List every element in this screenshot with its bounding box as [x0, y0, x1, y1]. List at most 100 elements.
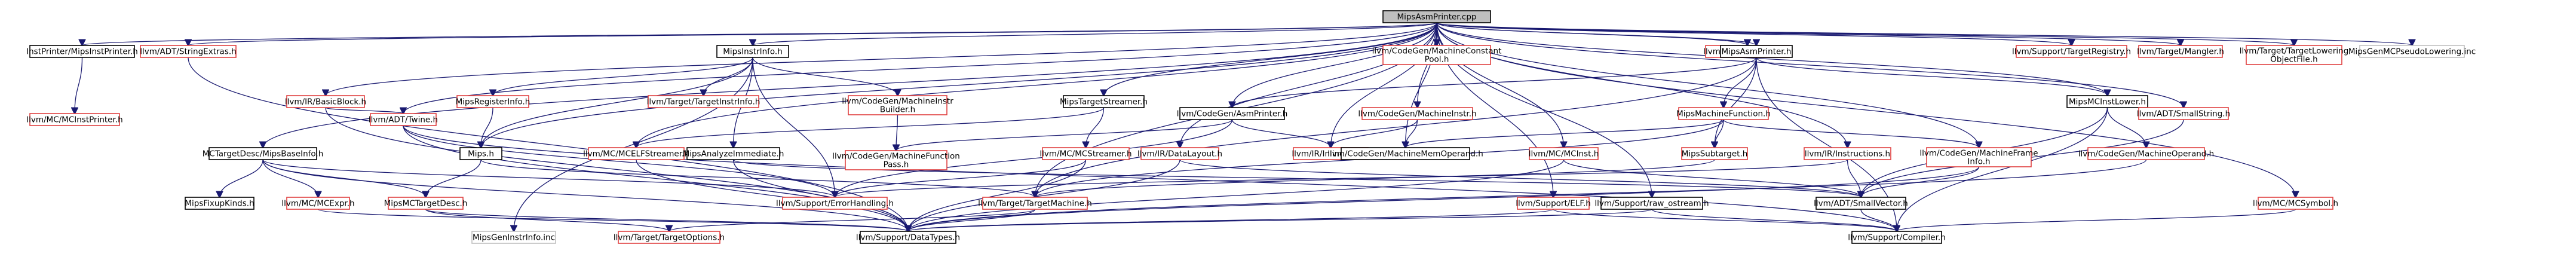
node-mipsmcinstlower[interactable]: MipsMCInstLower.h — [2066, 95, 2148, 108]
edge-supportelf-to-supportdatatypes — [908, 209, 1554, 231]
node-label: llvm/Target/Mangler.h — [2137, 47, 2224, 57]
edge-irbasicblock-to-supportdatatypes — [325, 107, 908, 231]
node-supportdatatypes[interactable]: llvm/Support/DataTypes.h — [856, 231, 960, 244]
node-box — [2138, 107, 2229, 120]
node-box — [588, 147, 685, 160]
node-label: llvm/MC/MCELFStreamer.h — [583, 149, 689, 159]
node-cgmachineinstr[interactable]: llvm/CodeGen/MachineInstr.h — [1358, 107, 1477, 120]
node-mipsinstrinfo[interactable]: MipsInstrInfo.h — [716, 45, 789, 58]
node-supporterrorhandling[interactable]: llvm/Support/ErrorHandling.h — [776, 197, 894, 210]
node-label: llvm/MC/MCInstPrinter.h — [26, 115, 122, 125]
node-mipstargetstreamer[interactable]: MipsTargetStreamer.h — [1060, 95, 1148, 108]
node-cgmachinememoperand[interactable]: llvm/CodeGen/MachineMemOperand.h — [1327, 147, 1483, 160]
node-label: Builder.h — [880, 105, 915, 115]
node-box — [1529, 147, 1599, 160]
node-root[interactable]: MipsAsmPrinter.cpp — [1382, 10, 1491, 23]
node-cgasmprinter[interactable]: llvm/CodeGen/AsmPrinter.h — [1177, 107, 1288, 120]
node-irinstructions[interactable]: llvm/IR/Instructions.h — [1804, 147, 1891, 160]
node-label: llvm/Target/TargetMachine.h — [978, 199, 1092, 209]
node-mcinstprinter[interactable]: llvm/MC/MCInstPrinter.h — [26, 113, 123, 126]
node-box — [2138, 45, 2223, 58]
node-label: llvm/ADT/StringExtras.h — [140, 47, 236, 57]
node-label: MipsRegisterInfo.h — [456, 97, 530, 107]
node-label: llvm/CodeGen/AsmPrinter.h — [1177, 109, 1288, 119]
edge-mipsasmprinter-to-mipssubtarget — [1715, 57, 1757, 148]
node-box — [286, 95, 365, 108]
edge-root-to-mipsmcinstlower — [1436, 22, 2108, 96]
edge-mipsasmprinter-to-targetmachine — [1035, 57, 1757, 197]
node-supportcompiler[interactable]: llvm/Support/Compiler.h — [1848, 231, 1946, 244]
node-mips[interactable]: Mips.h — [459, 147, 502, 160]
node-irdatalayout[interactable]: llvm/IR/DataLayout.h — [1137, 147, 1222, 160]
node-targetmachine[interactable]: llvm/Target/TargetMachine.h — [978, 197, 1092, 210]
node-label: llvm/MC/MCSymbol.h — [2253, 199, 2338, 209]
node-pseudolowering: MipsGenMCPseudoLowering.inc — [2348, 45, 2476, 58]
edge-mipsmctargetdesc-to-supportdatatypes — [425, 209, 909, 231]
node-mipsfixupkinds[interactable]: MipsFixupKinds.h — [185, 197, 254, 210]
node-mipsanalyzeimmediate[interactable]: MipsAnalyzeImmediate.h — [683, 147, 784, 160]
edge-mipsmcinstlower-to-cgmachineoperand — [2106, 107, 2146, 148]
node-label: llvm/Support/TargetRegistry.h — [2012, 47, 2131, 57]
node-mcmcinst[interactable]: llvm/MC/MCInst.h — [1529, 147, 1599, 160]
node-mipsasmprinter[interactable]: MipsAsmPrinter.h — [1720, 45, 1793, 58]
node-label: InstPrinter/MipsInstPrinter.h — [26, 47, 138, 57]
node-label: MipsAsmPrinter.cpp — [1397, 13, 1477, 22]
edge-mipsanalyzeimmediate-to-adtsmallvector — [732, 159, 1862, 197]
node-mcmcstreamer[interactable]: llvm/MC/MCStreamer.h — [1039, 147, 1132, 160]
node-mipssubtarget[interactable]: MipsSubtarget.h — [1681, 147, 1748, 160]
node-label: MipsAsmPrinter.h — [1722, 47, 1792, 57]
node-box — [286, 197, 350, 210]
node-irbasicblock[interactable]: llvm/IR/BasicBlock.h — [285, 95, 366, 108]
node-box — [1681, 147, 1748, 160]
node-label: llvm/Target/TargetInstrInfo.h — [647, 97, 760, 107]
edge-mipsasmprinter-to-mipsmcinstlower — [1756, 57, 2108, 96]
node-box — [648, 95, 759, 108]
node-box — [782, 197, 888, 210]
edge-root-to-mips — [481, 22, 1437, 148]
node-adtstringextras[interactable]: llvm/ADT/StringExtras.h — [140, 45, 237, 58]
node-targetinstrinfo[interactable]: llvm/Target/TargetInstrInfo.h — [647, 95, 760, 108]
node-mipsregisterinfo[interactable]: MipsRegisterInfo.h — [456, 95, 530, 108]
edge-mcmcstreamer-to-supporterrorhandling — [835, 159, 1087, 197]
node-adttwine[interactable]: llvm/ADT/Twine.h — [369, 113, 438, 126]
node-box — [686, 147, 780, 160]
edge-adttwine-to-supporterrorhandling — [403, 125, 835, 197]
edge-irinstructions-to-supporterrorhandling — [835, 159, 1848, 197]
node-mcmcexpr[interactable]: llvm/MC/MCExpr.h — [281, 197, 355, 210]
node-adtsmallvector[interactable]: llvm/ADT/SmallVector.h — [1814, 197, 1908, 210]
node-targetregistry[interactable]: llvm/Support/TargetRegistry.h — [2012, 45, 2131, 58]
node-label: MipsMCInstLower.h — [2069, 97, 2146, 107]
node-mipsmachinefunction[interactable]: MipsMachineFunction.h — [1676, 107, 1771, 120]
node-adtsmallstring[interactable]: llvm/ADT/SmallString.h — [2137, 107, 2230, 120]
node-supportrawostream[interactable]: llvm/Support/raw_ostream.h — [1594, 197, 1709, 210]
node-targetmangler[interactable]: llvm/Target/Mangler.h — [2137, 45, 2224, 58]
node-mipsmctargetdesc[interactable]: MipsMCTargetDesc.h — [384, 197, 468, 210]
edge-root-to-tlof — [1436, 22, 2294, 45]
node-cgmachineoperand[interactable]: llvm/CodeGen/MachineOperand.h — [2078, 147, 2214, 160]
node-label: MipsAnalyzeImmediate.h — [683, 149, 784, 159]
node-label: MipsTargetStreamer.h — [1060, 97, 1148, 107]
node-label: llvm/CodeGen/MachineOperand.h — [2078, 149, 2214, 159]
edge-root-to-mipsinstrinfo — [753, 22, 1437, 45]
node-box — [29, 45, 135, 58]
edge-adtsmallvector-to-supportcompiler — [1860, 209, 1897, 231]
node-supportelf[interactable]: llvm/Support/ELF.h — [1516, 197, 1591, 210]
edge-root-to-adtstringextras — [188, 22, 1437, 45]
node-mcmcelfstreamer[interactable]: llvm/MC/MCELFStreamer.h — [583, 147, 689, 160]
edge-targetmachine-to-supportdatatypes — [908, 209, 1036, 231]
edge-mcmcstreamer-to-supportdatatypes — [908, 159, 1087, 231]
node-instprinter[interactable]: InstPrinter/MipsInstPrinter.h — [26, 45, 138, 58]
node-targetoptions[interactable]: llvm/Target/TargetOptions.h — [614, 231, 725, 244]
edge-mipsinstrinfo-to-mipsregisterinfo — [493, 57, 753, 96]
node-mctargetdesc[interactable]: MCTargetDesc/MipsBaseInfo.h — [203, 147, 324, 160]
node-mcmcsymbol[interactable]: llvm/MC/MCSymbol.h — [2253, 197, 2338, 210]
node-box — [1600, 197, 1703, 210]
node-label: MCTargetDesc/MipsBaseInfo.h — [203, 149, 324, 159]
edge-targetmachine-to-targetoptions — [669, 209, 1036, 231]
node-label: llvm/Target/TargetLowering — [2240, 47, 2349, 56]
